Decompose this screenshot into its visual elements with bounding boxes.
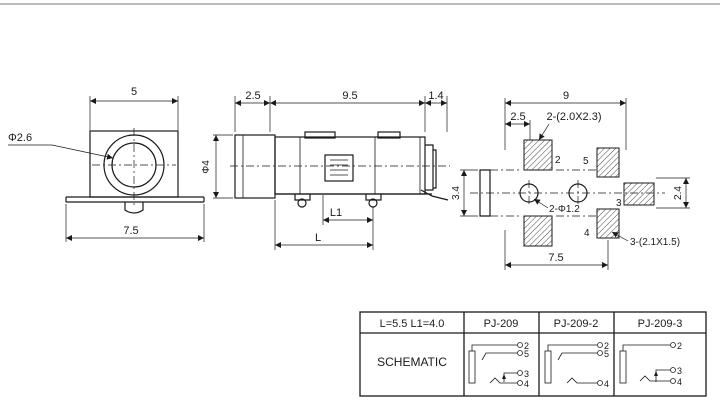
table-dims-label: L=5.5 L1=4.0 xyxy=(380,318,445,330)
schematic-1-pin-5: 5 xyxy=(524,349,529,359)
side-dim-a-label: 2.5 xyxy=(245,90,260,102)
side-l1-label: L1 xyxy=(330,207,342,219)
front-view: 5 Φ2.6 7.5 xyxy=(8,86,205,242)
fp-pad-big-label: 2-(2.0X2.3) xyxy=(546,111,601,123)
schematic-2-pin-5: 5 xyxy=(604,349,609,359)
fp-holes-label: 2-Φ1.2 xyxy=(549,204,580,215)
fp-height-right-label: 2.4 xyxy=(673,186,684,200)
fp-total-label: 9 xyxy=(563,90,569,102)
fp-height-left-label: 3.4 xyxy=(451,186,462,200)
schematic-1-pin-3: 3 xyxy=(524,369,529,379)
schematic-pj-209-3: 2 3 4 xyxy=(619,341,682,387)
schematic-2-pin-4: 4 xyxy=(604,379,609,389)
fp-pin-4-label: 4 xyxy=(584,228,590,239)
side-dim-c-label: 1.4 xyxy=(428,90,443,102)
schematic-pj-209-2: 2 5 4 xyxy=(544,341,609,389)
front-bore-label: Φ2.6 xyxy=(8,132,32,144)
fp-pin-3-label: 3 xyxy=(616,198,622,209)
fp-width-bottom-label: 7.5 xyxy=(548,252,563,264)
side-height-label: Φ4 xyxy=(201,160,212,174)
schematic-1-pin-2: 2 xyxy=(524,341,529,351)
side-l-label: L xyxy=(315,232,321,244)
side-view: 2.5 9.5 1.4 Φ4 xyxy=(201,90,450,250)
table-model-1: PJ-209 xyxy=(484,318,519,330)
schematic-1-pin-4: 4 xyxy=(524,379,529,389)
fp-pin-5-label: 5 xyxy=(583,156,589,167)
fp-pad-small-label: 3-(2.1X1.5) xyxy=(630,237,680,248)
schematic-3-pin-2: 2 xyxy=(677,341,682,351)
schematic-2-pin-2: 2 xyxy=(604,341,609,351)
schematic-3-pin-3: 3 xyxy=(677,366,682,376)
fp-pin-2-label: 2 xyxy=(555,155,561,166)
schematic-3-pin-4: 4 xyxy=(677,377,682,387)
table-row-label: SCHEMATIC xyxy=(377,355,447,369)
side-dim-b-label: 9.5 xyxy=(342,90,357,102)
table-model-3: PJ-209-3 xyxy=(638,318,683,330)
fp-offset-label: 2.5 xyxy=(510,111,525,123)
table-model-2: PJ-209-2 xyxy=(554,318,599,330)
schematic-pj-209: 2 5 3 4 xyxy=(468,341,529,389)
footprint-view: 9 2.5 2-(2.0X2.3) 2 5 3 4 3.4 xyxy=(451,90,690,270)
front-base-label: 7.5 xyxy=(123,225,138,237)
front-width-label: 5 xyxy=(131,86,137,98)
schematic-table: L=5.5 L1=4.0 PJ-209 PJ-209-2 PJ-209-3 SC… xyxy=(359,311,707,397)
